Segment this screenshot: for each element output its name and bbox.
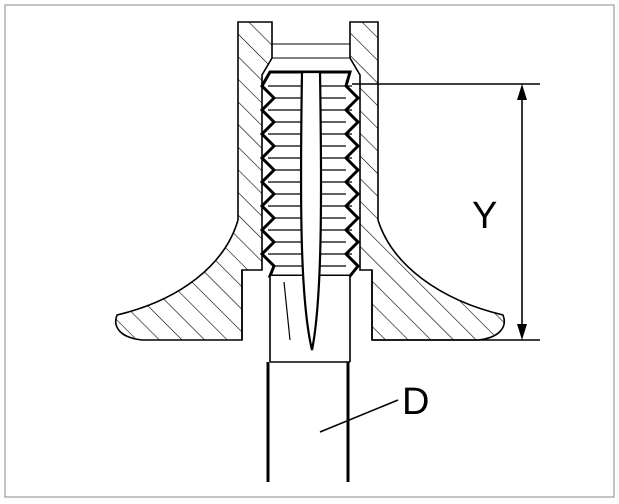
housing-right-section <box>349 21 505 341</box>
drill-shaft <box>266 362 350 482</box>
housing-left-section <box>115 21 273 341</box>
dimension-arrow-top <box>517 84 527 100</box>
dimension-label-y: Y <box>472 195 497 237</box>
flute-edge-left <box>283 281 291 341</box>
dimension-label-backdrop <box>470 190 510 236</box>
figure-frame <box>4 4 615 498</box>
dimension-arrow-bottom <box>517 324 527 340</box>
diameter-leader-line <box>319 399 399 433</box>
dimension-y <box>352 83 540 341</box>
shank-outline <box>269 276 351 363</box>
diameter-label-d: D <box>402 381 429 423</box>
tap-flute <box>299 70 323 351</box>
